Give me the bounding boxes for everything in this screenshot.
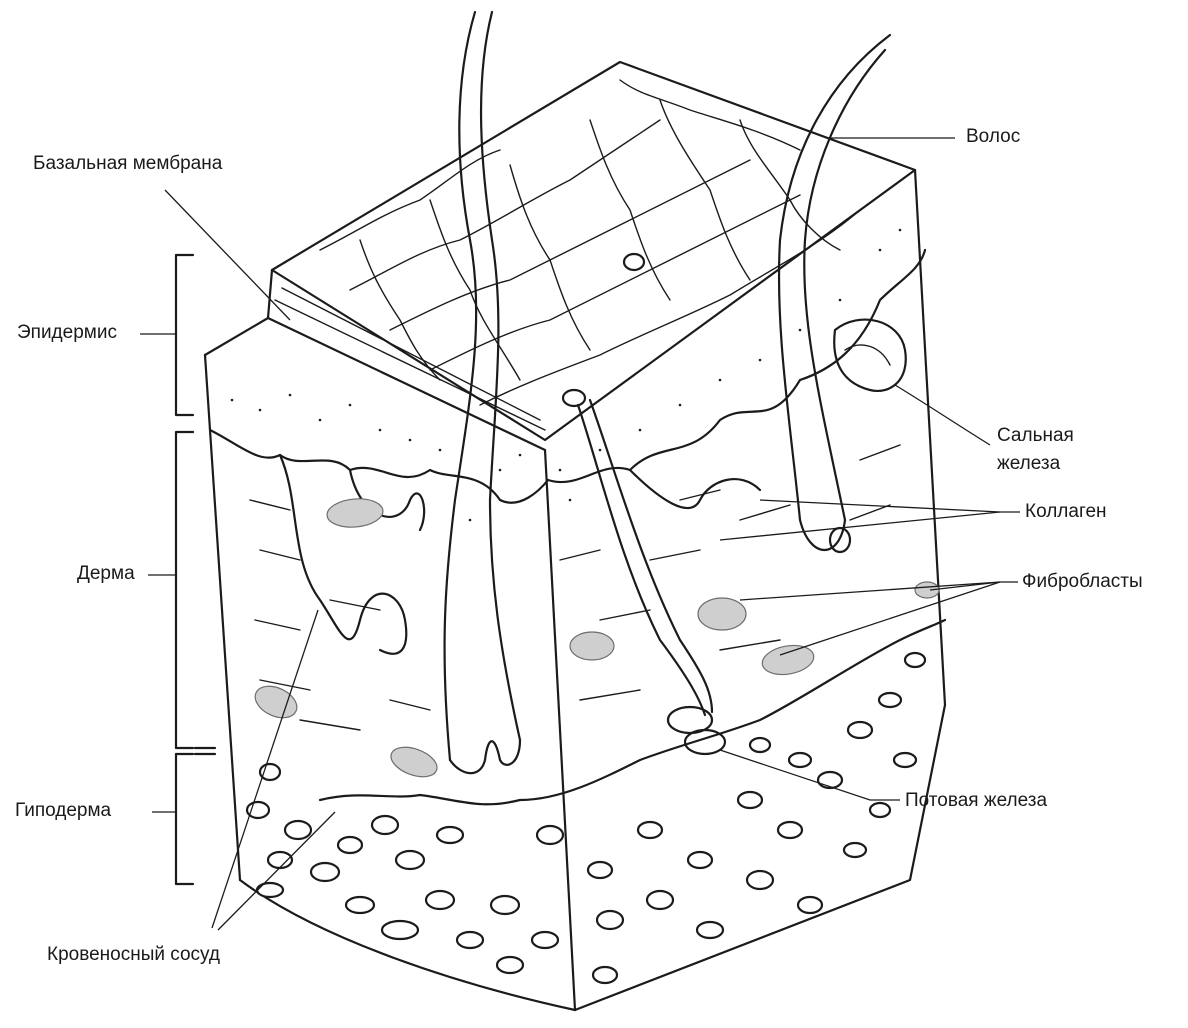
epidermis-bracket <box>176 255 193 415</box>
layer-brackets <box>140 255 215 884</box>
hair-left <box>445 12 520 773</box>
fibroblast-leader-3 <box>740 582 1000 600</box>
dermis-bracket <box>176 432 193 748</box>
epidermis-stipple <box>231 229 902 522</box>
pore-icon <box>624 254 644 270</box>
fat-cells <box>247 653 925 983</box>
hypodermis-boundary <box>320 620 945 804</box>
label-epidermis: Эпидермис <box>17 322 117 344</box>
blood-vessel-leader-1 <box>212 610 318 928</box>
dermal-ridges <box>280 455 760 654</box>
label-basal-membrane: Базальная мембрана <box>33 153 222 175</box>
label-blood-vessel: Кровеносный сосуд <box>47 944 220 966</box>
label-sebaceous-gland-line2: железа <box>997 453 1060 475</box>
label-hair: Волос <box>966 126 1020 148</box>
hair-right <box>779 35 890 552</box>
hypodermis-bracket <box>176 754 193 884</box>
label-sebaceous-gland-line1: Сальная <box>997 425 1074 447</box>
label-hypodermis: Гиподерма <box>15 800 111 822</box>
label-sweat-gland: Потовая железа <box>905 790 1047 812</box>
label-collagen: Коллаген <box>1025 501 1107 523</box>
label-dermis: Дерма <box>77 563 135 585</box>
fibroblasts <box>250 497 939 783</box>
skin-block-faces <box>205 170 945 1010</box>
collagen-fibers <box>250 445 900 730</box>
label-fibroblasts: Фибробласты <box>1022 571 1143 593</box>
sebaceous-leader <box>895 385 990 445</box>
